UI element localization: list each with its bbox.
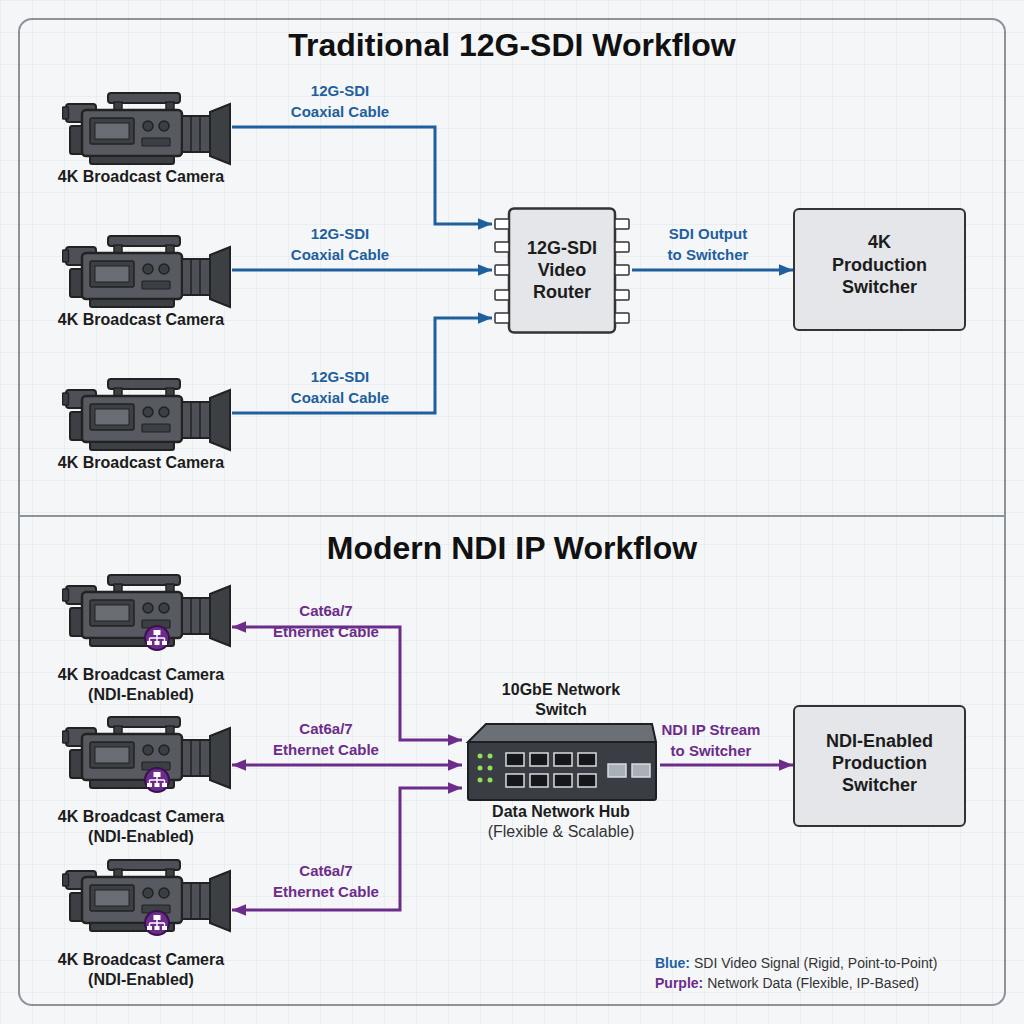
legend-text: SDI Video Signal (Rigid, Point-to-Point) bbox=[694, 955, 937, 971]
camera-icon bbox=[62, 90, 232, 170]
video-router: 12G-SDI Video Router bbox=[492, 207, 632, 334]
legend-key: Purple: bbox=[655, 975, 703, 991]
broadcast-camera: 4K Broadcast Camera (NDI-Enabled) bbox=[50, 857, 232, 992]
cable-label: Cat6a/7 Ethernet Cable bbox=[270, 718, 382, 760]
cable-label: Cat6a/7 Ethernet Cable bbox=[270, 860, 382, 902]
panel-heading: Traditional 12G-SDI Workflow bbox=[32, 26, 992, 64]
broadcast-camera: 4K Broadcast Camera bbox=[50, 376, 232, 476]
switch-role: Data Network Hub bbox=[462, 802, 660, 822]
sdi-output bbox=[632, 269, 793, 272]
router-label: 12G-SDI Video Router bbox=[517, 237, 607, 303]
ndi-stream bbox=[660, 764, 793, 767]
workflow-panel: Modern NDI IP Workflow 4K Broadcast Camer… bbox=[18, 517, 1006, 1006]
sdi-cable bbox=[232, 318, 492, 413]
camera-label: 4K Broadcast Camera (NDI-Enabled) bbox=[50, 807, 232, 847]
camera-icon bbox=[62, 714, 232, 794]
camera-icon bbox=[63, 379, 231, 450]
workflow-panel: Traditional 12G-SDI Workflow 4K Broadcast… bbox=[18, 18, 1006, 517]
camera-icon bbox=[62, 233, 232, 313]
switch-icon bbox=[468, 724, 656, 800]
switcher-label: NDI-Enabled Production Switcher bbox=[821, 730, 939, 796]
cable-label: SDI Output to Switcher bbox=[662, 223, 754, 265]
cable-label: 12G-SDI Coaxial Cable bbox=[285, 80, 395, 122]
sdi-cable bbox=[232, 127, 492, 224]
network-switch: 10GbE Network SwitchData Network Hub(Fle… bbox=[462, 680, 660, 845]
camera-icon bbox=[62, 857, 232, 937]
camera-icon bbox=[63, 236, 231, 307]
panel-heading: Modern NDI IP Workflow bbox=[32, 529, 992, 567]
production-switcher: NDI-Enabled Production Switcher bbox=[793, 705, 966, 827]
broadcast-camera: 4K Broadcast Camera bbox=[50, 233, 232, 333]
switch-heading: 10GbE Network Switch bbox=[491, 680, 631, 720]
camera-icon bbox=[63, 575, 231, 650]
legend-text: Network Data (Flexible, IP-Based) bbox=[707, 975, 919, 991]
camera-label: 4K Broadcast Camera (NDI-Enabled) bbox=[50, 950, 232, 990]
sdi-cable bbox=[232, 269, 492, 272]
camera-icon bbox=[63, 860, 231, 935]
broadcast-camera: 4K Broadcast Camera (NDI-Enabled) bbox=[50, 714, 232, 849]
legend-row: Blue:SDI Video Signal (Rigid, Point-to-P… bbox=[655, 953, 937, 973]
camera-icon bbox=[62, 572, 232, 652]
legend-row: Purple:Network Data (Flexible, IP-Based) bbox=[655, 973, 937, 993]
camera-icon bbox=[63, 717, 231, 792]
legend-key: Blue: bbox=[655, 955, 690, 971]
camera-label: 4K Broadcast Camera bbox=[50, 453, 232, 473]
switch-note: (Flexible & Scalable) bbox=[462, 822, 660, 842]
production-switcher: 4K Production Switcher bbox=[793, 208, 966, 331]
legend-swatch: Blue: bbox=[655, 955, 690, 971]
legend: Blue:SDI Video Signal (Rigid, Point-to-P… bbox=[655, 953, 937, 993]
router-outline bbox=[495, 209, 629, 333]
legend-swatch: Purple: bbox=[655, 975, 703, 991]
broadcast-camera: 4K Broadcast Camera (NDI-Enabled) bbox=[50, 572, 232, 707]
cable-label: 12G-SDI Coaxial Cable bbox=[285, 366, 395, 408]
switcher-label: 4K Production Switcher bbox=[827, 231, 932, 299]
ethernet-cable bbox=[232, 788, 462, 910]
cable-label: 12G-SDI Coaxial Cable bbox=[285, 223, 395, 265]
camera-icon bbox=[62, 376, 232, 456]
broadcast-camera: 4K Broadcast Camera bbox=[50, 90, 232, 190]
camera-label: 4K Broadcast Camera bbox=[50, 310, 232, 330]
switch-icon bbox=[462, 720, 660, 805]
camera-label: 4K Broadcast Camera bbox=[50, 167, 232, 187]
camera-icon bbox=[63, 93, 231, 164]
cable-label: NDI IP Stream to Switcher bbox=[657, 719, 765, 761]
camera-label: 4K Broadcast Camera (NDI-Enabled) bbox=[50, 665, 232, 705]
cable-label: Cat6a/7 Ethernet Cable bbox=[270, 600, 382, 642]
ethernet-cable bbox=[232, 764, 462, 767]
